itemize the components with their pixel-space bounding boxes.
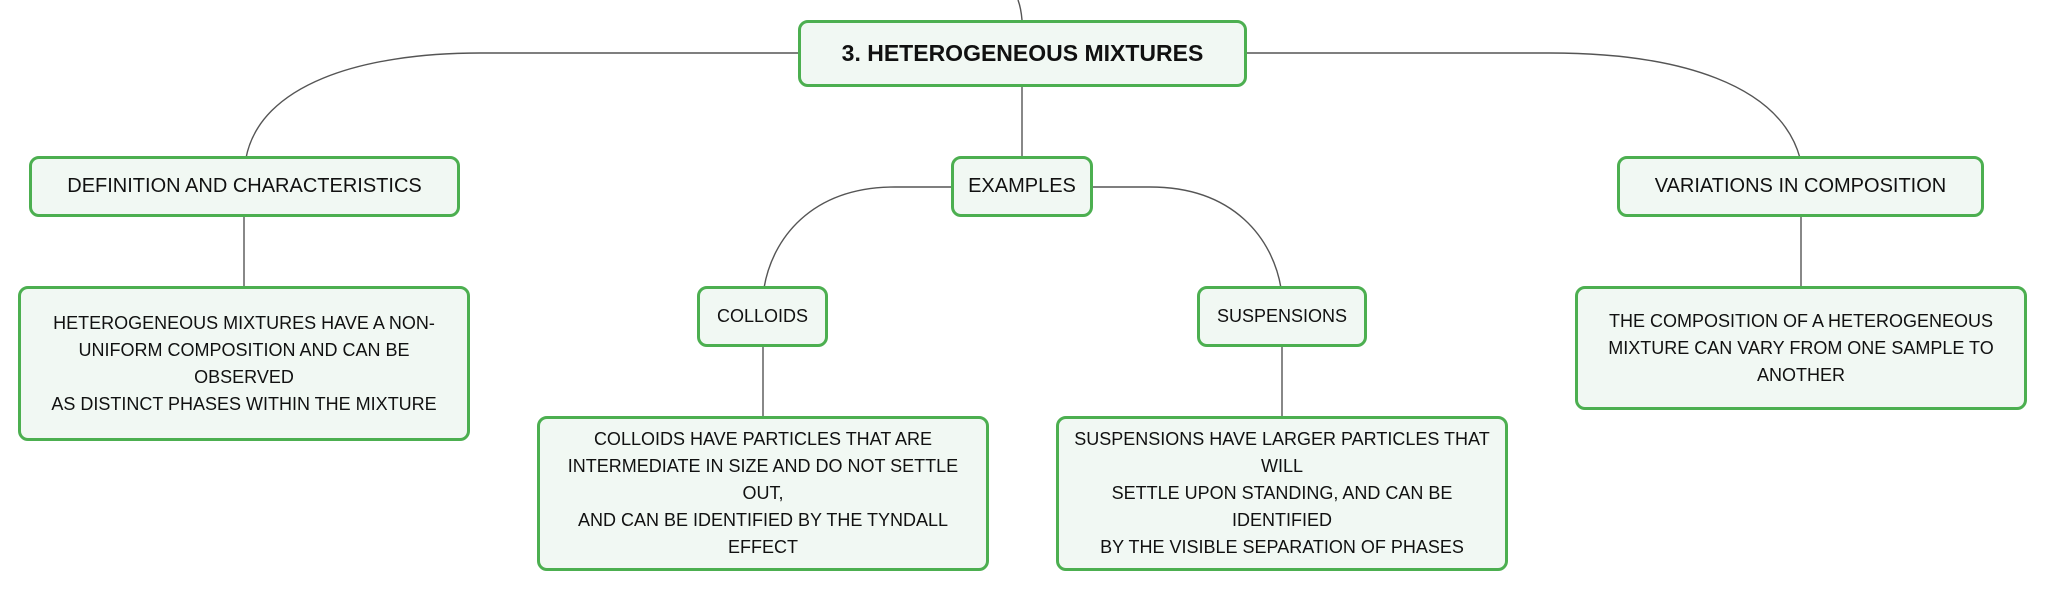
connector-examples-to-colloids [763, 186, 953, 289]
suspensions-detail-line: SETTLE UPON STANDING, AND CAN BE IDENTIF… [1111, 483, 1453, 530]
connector-parent-to-root [1017, 0, 1023, 21]
definition-node[interactable]: DEFINITION AND CHARACTERISTICS [29, 156, 460, 217]
root-node[interactable]: 3. HETEROGENEOUS MIXTURES [798, 20, 1247, 87]
colloids-detail-node[interactable]: COLLOIDS HAVE PARTICLES THAT ARE INTERME… [537, 416, 989, 571]
colloids-detail-text: COLLOIDS HAVE PARTICLES THAT ARE INTERME… [552, 426, 974, 561]
examples-node-label: EXAMPLES [968, 175, 1076, 197]
definition-detail-line: AS DISTINCT PHASES WITHIN THE MIXTURE [51, 393, 437, 414]
examples-node[interactable]: EXAMPLES [951, 156, 1093, 217]
colloids-detail-line: AND CAN BE IDENTIFIED BY THE TYNDALL EFF… [577, 510, 949, 557]
connector-root-to-variations [1247, 52, 1801, 159]
colloids-node-label: COLLOIDS [716, 306, 809, 326]
definition-detail-text: HETEROGENEOUS MIXTURES HAVE A NON- UNIFO… [33, 310, 455, 418]
suspensions-node-label: SUSPENSIONS [1216, 306, 1348, 326]
definition-detail-node[interactable]: HETEROGENEOUS MIXTURES HAVE A NON- UNIFO… [18, 286, 470, 441]
variations-node[interactable]: VARIATIONS IN COMPOSITION [1617, 156, 1984, 217]
variations-detail-node[interactable]: THE COMPOSITION OF A HETEROGENEOUS MIXTU… [1575, 286, 2027, 410]
suspensions-detail-text: SUSPENSIONS HAVE LARGER PARTICLES THAT W… [1071, 426, 1493, 561]
suspensions-node[interactable]: SUSPENSIONS [1197, 286, 1367, 347]
definition-detail-line: UNIFORM COMPOSITION AND CAN BE OBSERVED [78, 339, 410, 387]
colloids-detail-line: INTERMEDIATE IN SIZE AND DO NOT SETTLE O… [567, 456, 959, 503]
variations-detail-line: THE COMPOSITION OF A HETEROGENEOUS [1608, 310, 1994, 331]
definition-detail-line: HETEROGENEOUS MIXTURES HAVE A NON- [53, 312, 435, 333]
variations-detail-line: ANOTHER [1756, 364, 1845, 385]
connector-root-to-definition [245, 52, 800, 159]
colloids-node[interactable]: COLLOIDS [697, 286, 828, 347]
suspensions-detail-line: BY THE VISIBLE SEPARATION OF PHASES [1100, 537, 1464, 557]
variations-detail-text: THE COMPOSITION OF A HETEROGENEOUS MIXTU… [1608, 308, 1993, 389]
colloids-detail-line: COLLOIDS HAVE PARTICLES THAT ARE [593, 429, 933, 449]
variations-node-label: VARIATIONS IN COMPOSITION [1654, 175, 1947, 197]
root-node-label: 3. HETEROGENEOUS MIXTURES [841, 40, 1204, 66]
suspensions-detail-line: SUSPENSIONS HAVE LARGER PARTICLES THAT W… [1074, 429, 1490, 476]
connector-examples-to-suspensions [1092, 186, 1282, 289]
suspensions-detail-node[interactable]: SUSPENSIONS HAVE LARGER PARTICLES THAT W… [1056, 416, 1508, 571]
definition-node-label: DEFINITION AND CHARACTERISTICS [67, 175, 422, 197]
variations-detail-line: MIXTURE CAN VARY FROM ONE SAMPLE TO [1608, 337, 1994, 358]
